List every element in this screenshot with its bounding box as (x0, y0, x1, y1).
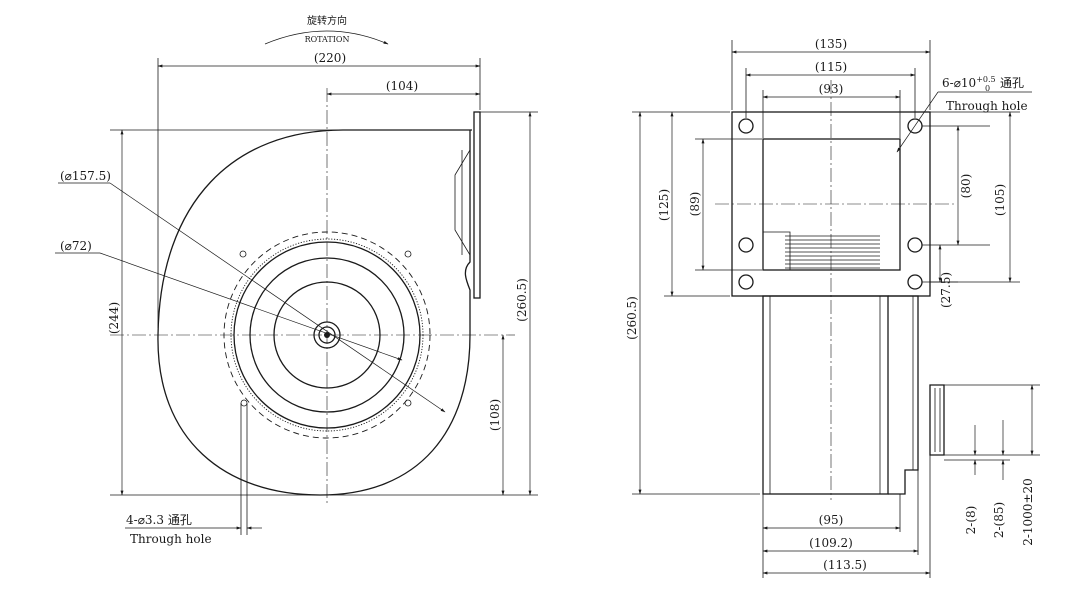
impeller-outer-ring (233, 241, 421, 429)
impeller-blades (785, 235, 880, 269)
flange-height-label: (125) (657, 189, 671, 221)
blade-ring (230, 238, 424, 432)
lead-strip-label: 2-(8) (964, 506, 978, 535)
hole-suffix-label: 通孔 (1000, 76, 1024, 90)
width-mid-label: (109.2) (809, 536, 853, 550)
mount-hole-1 (239, 250, 247, 258)
flange-hole-6 (907, 274, 923, 290)
scroll-housing-outline (157, 129, 472, 496)
flange-outer-label: (105) (993, 184, 1007, 216)
hole-english-label: Through hole (946, 99, 1028, 113)
hole-spec-label: 6-⌀10+0.5 (942, 75, 996, 90)
rotation-indicator: 旋转方向 ROTATION (264, 14, 389, 45)
rotation-label-english: ROTATION (305, 35, 350, 44)
front-view: (⌀157.5) (⌀72) (220) (104) (244) (260.5)… (55, 51, 538, 546)
inlet-dashed-circle (223, 231, 431, 439)
outer-diameter-label: (⌀157.5) (60, 169, 111, 183)
flange-hole-5 (738, 274, 754, 290)
rotation-arrow (264, 30, 389, 45)
hole-span-label: (115) (815, 60, 847, 74)
body-width-label: (95) (819, 513, 844, 527)
side-body (762, 295, 889, 495)
mount-hole-english-label: Through hole (130, 532, 212, 546)
mount-hole-2 (404, 250, 412, 258)
flange-hole-1 (738, 118, 754, 134)
outlet-opening (762, 138, 901, 271)
lead-spacing-label: 2-(85) (992, 502, 1006, 538)
cable-bracket (929, 384, 945, 456)
width-overall-label: (220) (314, 51, 346, 65)
hole-pitch-label: (80) (959, 174, 973, 199)
mount-hole-4 (404, 399, 412, 407)
hole-offset-label: (27.5) (939, 272, 953, 308)
impeller-mid-ring (249, 257, 405, 413)
outlet-height-label: (260.5) (515, 278, 529, 322)
inner-width-label: (93) (819, 82, 844, 96)
flange-width-label: (135) (815, 37, 847, 51)
height-overall-label: (244) (107, 302, 121, 334)
outlet-flange (473, 111, 481, 299)
opening-height-label: (89) (688, 192, 702, 217)
hub-diameter-label: (⌀72) (60, 239, 92, 253)
impeller-inner-ring (273, 281, 381, 389)
center-height-label: (108) (488, 399, 502, 431)
side-height-overall-label: (260.5) (625, 296, 639, 340)
lead-length-label: 2-1000±20 (1021, 478, 1035, 546)
rotation-label-chinese: 旋转方向 (307, 14, 347, 27)
mount-hole-3 (240, 399, 248, 407)
motor-side-plate (888, 295, 919, 495)
flange-hole-4 (907, 237, 923, 253)
width-total-label: (113.5) (823, 558, 867, 572)
hub-ring (313, 321, 341, 349)
side-view: (135) (115) (93) 6-⌀10+0.5 0 通孔 Through … (625, 37, 1040, 578)
outlet-inner-lines (454, 149, 471, 256)
flange-hole-3 (738, 237, 754, 253)
mount-hole-spec-label: 4-⌀3.3 通孔 (126, 513, 192, 527)
hole-tol-lower-label: 0 (985, 84, 990, 93)
center-to-flange-label: (104) (386, 79, 418, 93)
